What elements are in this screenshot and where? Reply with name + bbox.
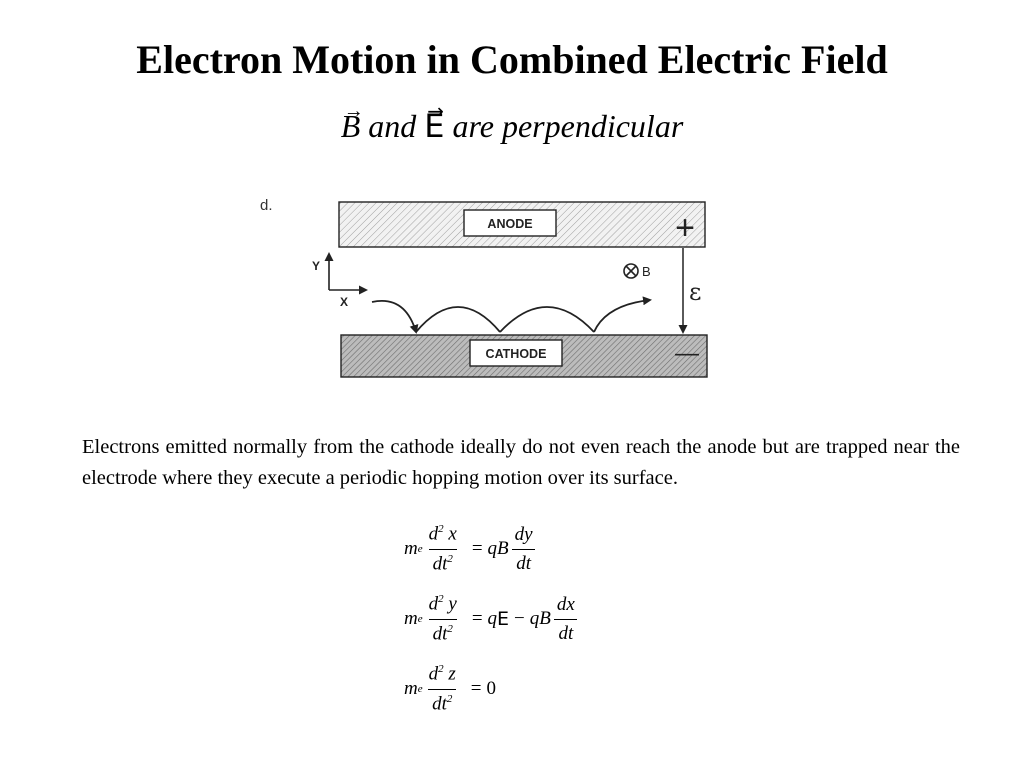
plus-sign: + bbox=[675, 209, 695, 247]
second-derivative-x: d2 x dt2 bbox=[425, 523, 461, 575]
dt-symbol: dt bbox=[554, 618, 578, 645]
mass-subscript: e bbox=[417, 613, 423, 625]
equals-sign: = bbox=[471, 538, 483, 559]
y-symbol: y bbox=[448, 593, 457, 615]
equals-sign: = bbox=[470, 678, 482, 699]
d-symbol: d bbox=[428, 523, 439, 545]
subtitle-and: and bbox=[368, 108, 417, 144]
derivative-dx-dt: dx dt bbox=[553, 594, 579, 645]
b-symbol: B bbox=[497, 538, 509, 559]
exponent: 2 bbox=[447, 622, 453, 635]
exponent: 2 bbox=[438, 593, 444, 606]
e-vector-arrow: → bbox=[427, 99, 445, 123]
dt-symbol: dt bbox=[432, 692, 447, 714]
electron-trajectory bbox=[371, 296, 652, 334]
b-field-into-page-icon bbox=[623, 263, 639, 279]
y-axis-label: Y bbox=[312, 259, 320, 273]
dx-symbol: dx bbox=[556, 593, 575, 615]
b-vector-arrow: → bbox=[343, 100, 364, 122]
magnetron-diagram: d. ANODE + CATHODE — Y X B ε bbox=[260, 197, 708, 378]
axes: Y X bbox=[312, 252, 368, 309]
exponent: 2 bbox=[446, 692, 453, 705]
equals-sign: = bbox=[471, 608, 483, 629]
exponent: 2 bbox=[447, 552, 453, 565]
q-symbol: q bbox=[529, 608, 540, 629]
body-paragraph: Electrons emitted normally from the cath… bbox=[82, 436, 960, 489]
mass-subscript: e bbox=[417, 683, 423, 695]
mass-symbol: m bbox=[404, 678, 418, 699]
slide-title: Electron Motion in Combined Electric Fie… bbox=[136, 37, 888, 82]
minus-sign: − bbox=[514, 608, 525, 629]
second-derivative-z: d2 z dt2 bbox=[425, 663, 460, 715]
e-symbol: E bbox=[424, 107, 445, 145]
b-symbol: B bbox=[539, 608, 551, 629]
anode-label: ANODE bbox=[487, 217, 532, 231]
minus-sign: — bbox=[675, 340, 699, 367]
dt-symbol: dt bbox=[432, 622, 448, 644]
second-derivative-y: d2 y dt2 bbox=[425, 593, 461, 645]
dt-symbol: dt bbox=[512, 548, 535, 575]
q-symbol: q bbox=[487, 608, 498, 629]
b-field-label: B bbox=[642, 264, 651, 279]
exponent: 2 bbox=[438, 523, 444, 536]
cathode-plate: CATHODE — bbox=[340, 334, 708, 378]
q-symbol: q bbox=[487, 538, 498, 559]
d-symbol: d bbox=[428, 663, 439, 685]
d-symbol: d bbox=[428, 593, 439, 615]
e-field-symbol: E bbox=[497, 608, 510, 630]
emf-arrow: ε bbox=[678, 248, 701, 334]
mass-symbol: m bbox=[404, 608, 418, 629]
dt-symbol: dt bbox=[432, 552, 448, 574]
magnetic-field: B bbox=[623, 263, 651, 279]
zero: 0 bbox=[486, 678, 497, 699]
subtitle-rest: are perpendicular bbox=[452, 108, 684, 144]
e-vector: →E bbox=[424, 99, 445, 146]
x-symbol: x bbox=[448, 523, 457, 545]
mass-symbol: m bbox=[404, 538, 418, 559]
derivative-dy-dt: dy dt bbox=[511, 524, 537, 575]
anode-plate: ANODE + bbox=[338, 201, 706, 248]
cathode-label: CATHODE bbox=[486, 347, 547, 361]
dy-symbol: dy bbox=[514, 523, 533, 545]
b-vector: →B bbox=[340, 100, 364, 146]
slide-subtitle: →B and →E are perpendicular bbox=[0, 99, 1024, 146]
exponent: 2 bbox=[438, 663, 444, 676]
b-symbol: B bbox=[340, 108, 361, 144]
x-axis-label: X bbox=[340, 295, 348, 309]
z-symbol: z bbox=[448, 663, 456, 685]
panel-label: d. bbox=[260, 197, 273, 214]
mass-subscript: e bbox=[417, 543, 423, 555]
emf-label: ε bbox=[689, 278, 701, 306]
